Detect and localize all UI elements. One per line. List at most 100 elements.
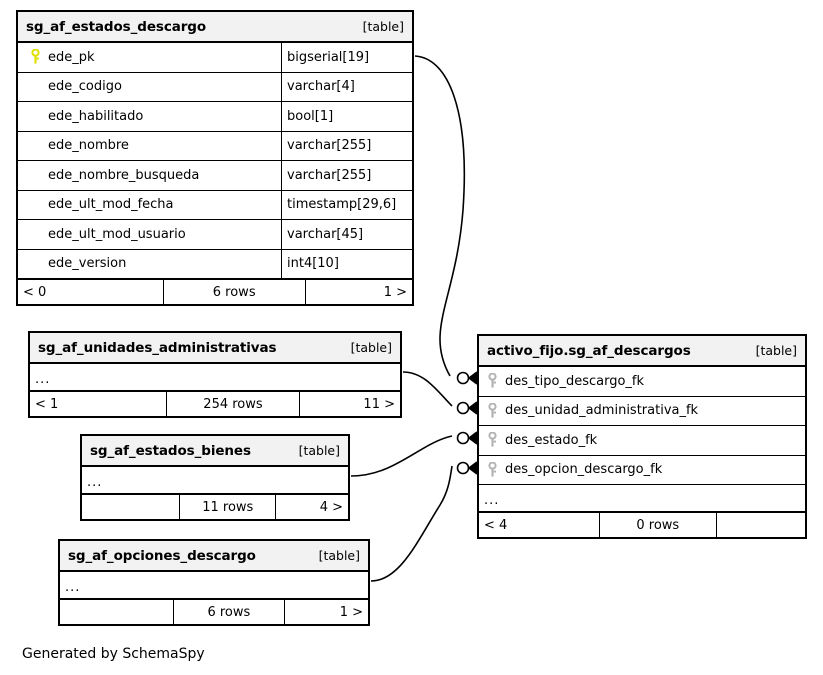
entity-footer: 6 rows 1 > (60, 599, 368, 624)
entity-header: sg_af_estados_bienes [table] (82, 436, 348, 467)
entity-title: sg_af_estados_descargo (26, 18, 207, 35)
column-name-cell: des_opcion_descargo_fk (479, 456, 805, 485)
footer-parents-count[interactable] (60, 600, 174, 624)
entity-type-tag: [table] (298, 443, 340, 458)
column-name-label: ede_nombre_busqueda (48, 167, 200, 183)
entity-title: sg_af_estados_bienes (90, 442, 251, 459)
column-row[interactable]: des_estado_fk (479, 426, 805, 456)
column-type-label: varchar[255] (281, 161, 412, 190)
entity-type-tag: [table] (755, 343, 797, 358)
footer-row-count: 254 rows (167, 392, 301, 416)
entity-type-tag: [table] (350, 340, 392, 355)
entity-footer: < 1 254 rows 11 > (30, 391, 400, 416)
relationship-line-estados-descargo (414, 55, 466, 377)
footer-children-count[interactable] (717, 513, 805, 537)
footer-children-count[interactable]: 1 > (383, 284, 407, 300)
footer-row-count: 0 rows (600, 513, 717, 537)
column-row[interactable]: des_tipo_descargo_fk (479, 367, 805, 397)
column-row[interactable]: ede_pk bigserial[19] (18, 43, 412, 73)
cardinality-marker-estado (456, 431, 478, 445)
cardinality-marker-unidad-administrativa (456, 401, 478, 415)
foreign-key-icon (481, 373, 503, 389)
column-name-cell: ede_habilitado (18, 102, 281, 131)
column-name-cell: ede_nombre_busqueda (18, 161, 281, 190)
column-name-cell: ede_codigo (18, 73, 281, 102)
column-name-label: ede_ult_mod_usuario (48, 226, 186, 242)
column-type-label: varchar[45] (281, 220, 412, 249)
footer-parents-count[interactable]: < 1 (30, 392, 167, 416)
entity-footer: < 0 6 rows 1 > (18, 279, 412, 304)
footer-row-count: 11 rows (180, 495, 277, 519)
foreign-key-icon (481, 402, 503, 419)
relationship-line-estados-bienes (350, 435, 453, 477)
entity-header: sg_af_unidades_administrativas [table] (30, 333, 400, 364)
cardinality-marker-tipo-descargo (456, 371, 478, 385)
relationship-line-opciones-descargo (370, 465, 453, 582)
entity-footer: < 4 0 rows (479, 512, 805, 537)
column-type-label: timestamp[29,6] (281, 190, 412, 219)
relationship-line-unidades-administrativas (402, 371, 453, 407)
generated-by-caption: Generated by SchemaSpy (22, 646, 205, 662)
column-row[interactable]: des_unidad_administrativa_fk (479, 397, 805, 426)
column-type-label: bigserial[19] (281, 43, 412, 72)
foreign-key-icon (481, 461, 503, 478)
column-name-cell: des_tipo_descargo_fk (479, 367, 805, 396)
column-row[interactable]: ede_codigo varchar[4] (18, 72, 412, 102)
column-name-label: ede_codigo (48, 79, 122, 95)
column-row[interactable]: ede_nombre varchar[255] (18, 131, 412, 161)
entity-title: sg_af_opciones_descargo (68, 547, 256, 564)
collapsed-columns-indicator[interactable]: ... (479, 485, 805, 512)
entity-activo-fijo-sg-af-descargos[interactable]: activo_fijo.sg_af_descargos [table] des_… (477, 334, 807, 539)
column-row[interactable]: ede_ult_mod_fecha timestamp[29,6] (18, 190, 412, 220)
footer-parents-count[interactable]: < 0 (18, 280, 164, 304)
column-name-label: des_unidad_administrativa_fk (505, 403, 699, 419)
entity-footer: 11 rows 4 > (82, 494, 348, 519)
entity-title: sg_af_unidades_administrativas (38, 339, 277, 356)
column-row[interactable]: des_opcion_descargo_fk (479, 456, 805, 485)
collapsed-columns-indicator[interactable]: ... (82, 467, 348, 494)
column-row[interactable]: ede_version int4[10] (18, 249, 412, 279)
footer-row-count: 6 rows (164, 280, 306, 304)
entity-sg-af-estados-bienes[interactable]: sg_af_estados_bienes [table] ... 11 rows… (80, 434, 350, 521)
cardinality-marker-opcion-descargo (456, 461, 478, 475)
footer-children-count[interactable]: 4 > (319, 499, 343, 515)
column-name-cell: ede_ult_mod_usuario (18, 220, 281, 249)
entity-sg-af-opciones-descargo[interactable]: sg_af_opciones_descargo [table] ... 6 ro… (58, 539, 370, 626)
column-name-label: ede_habilitado (48, 108, 144, 124)
footer-row-count: 6 rows (174, 600, 285, 624)
column-row[interactable]: ede_habilitado bool[1] (18, 102, 412, 132)
column-row[interactable]: ede_nombre_busqueda varchar[255] (18, 161, 412, 191)
footer-parents-count[interactable] (82, 495, 181, 519)
column-name-label: ede_nombre (48, 138, 129, 154)
column-row[interactable]: ede_ult_mod_usuario varchar[45] (18, 220, 412, 250)
entity-sg-af-unidades-administrativas[interactable]: sg_af_unidades_administrativas [table] .… (28, 331, 402, 418)
collapsed-columns-indicator[interactable]: ... (60, 572, 368, 599)
entity-type-tag: [table] (318, 548, 360, 563)
column-name-cell: des_unidad_administrativa_fk (479, 397, 805, 426)
cardinality-markers (456, 371, 478, 475)
collapsed-columns-indicator[interactable]: ... (30, 364, 400, 391)
footer-children-count[interactable]: 11 > (363, 396, 395, 412)
column-name-cell: ede_version (18, 250, 281, 279)
entity-header: sg_af_estados_descargo [table] (18, 12, 412, 43)
column-name-label: des_estado_fk (505, 432, 598, 448)
column-name-cell: ede_nombre (18, 132, 281, 161)
foreign-key-icon (481, 432, 503, 448)
entity-title: activo_fijo.sg_af_descargos (487, 342, 691, 359)
column-name-label: ede_ult_mod_fecha (48, 197, 174, 213)
column-type-label: varchar[4] (281, 72, 412, 101)
entity-sg-af-estados-descargo[interactable]: sg_af_estados_descargo [table] ede_pk bi… (16, 10, 414, 306)
column-type-label: bool[1] (281, 102, 412, 131)
footer-parents-count[interactable]: < 4 (479, 513, 600, 537)
column-name-label: ede_pk (48, 49, 95, 65)
footer-children-count[interactable]: 1 > (339, 604, 363, 620)
entity-header: sg_af_opciones_descargo [table] (60, 541, 368, 572)
column-name-label: des_tipo_descargo_fk (505, 373, 645, 389)
column-type-label: int4[10] (281, 249, 412, 278)
column-name-label: des_opcion_descargo_fk (505, 462, 663, 478)
column-name-label: ede_version (48, 256, 127, 272)
column-name-cell: ede_pk (18, 43, 281, 72)
column-name-cell: ede_ult_mod_fecha (18, 191, 281, 220)
entity-type-tag: [table] (362, 19, 404, 34)
